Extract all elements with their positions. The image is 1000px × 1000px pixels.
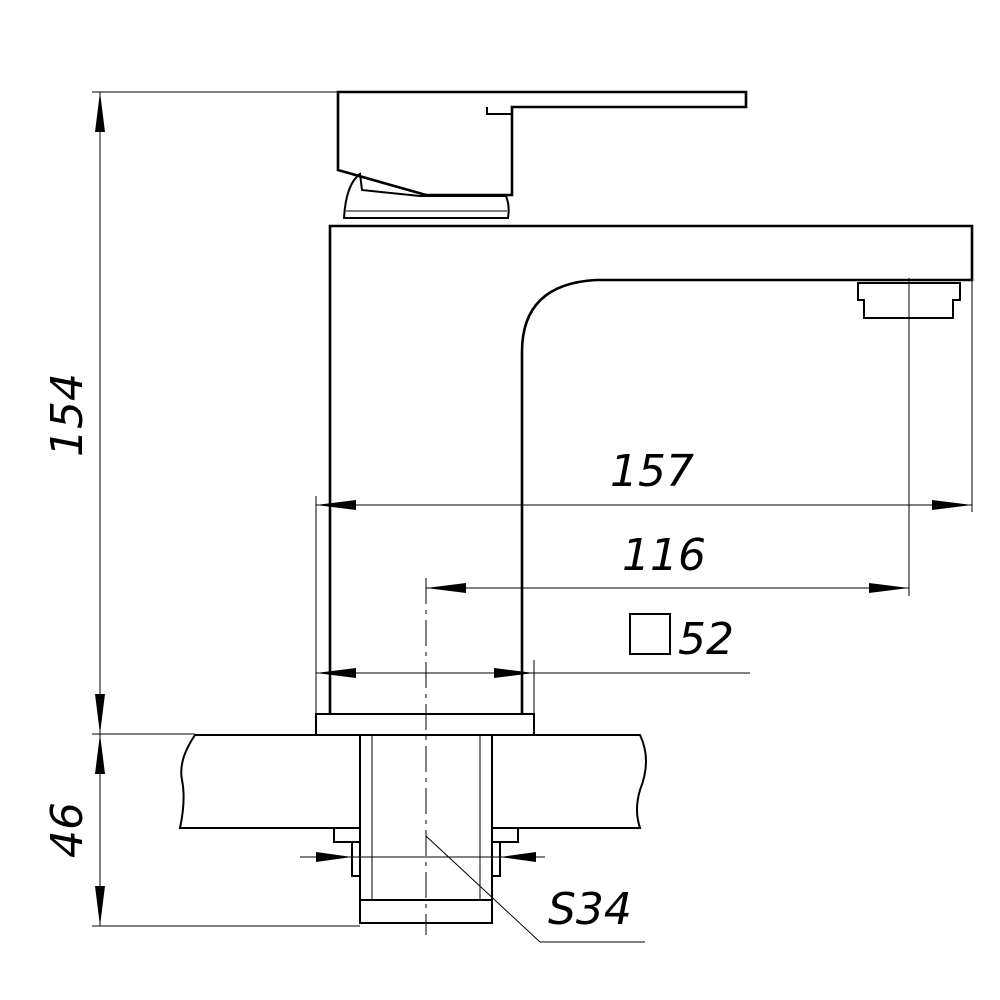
- dimension-spout-reach: 116: [426, 530, 909, 593]
- width-total-label: 157: [610, 446, 694, 497]
- countertop-section: [178, 734, 647, 829]
- wrench-size-label: S34: [548, 884, 632, 935]
- shank-length-label: 46: [42, 802, 93, 858]
- square-section-symbol: [629, 613, 671, 655]
- dimension-body-section: 52: [316, 613, 750, 678]
- dimension-wrench-size: S34: [300, 852, 632, 935]
- faucet-body: [315, 90, 974, 736]
- body-section-label: 52: [678, 614, 734, 665]
- height-total-label: 154: [42, 373, 93, 457]
- dimension-width-total: 157: [316, 446, 972, 510]
- extension-lines: [92, 91, 973, 943]
- spout-reach-label: 116: [622, 530, 706, 581]
- dimension-height-total: 154: [42, 92, 105, 734]
- dimension-shank-length: 46: [42, 734, 105, 926]
